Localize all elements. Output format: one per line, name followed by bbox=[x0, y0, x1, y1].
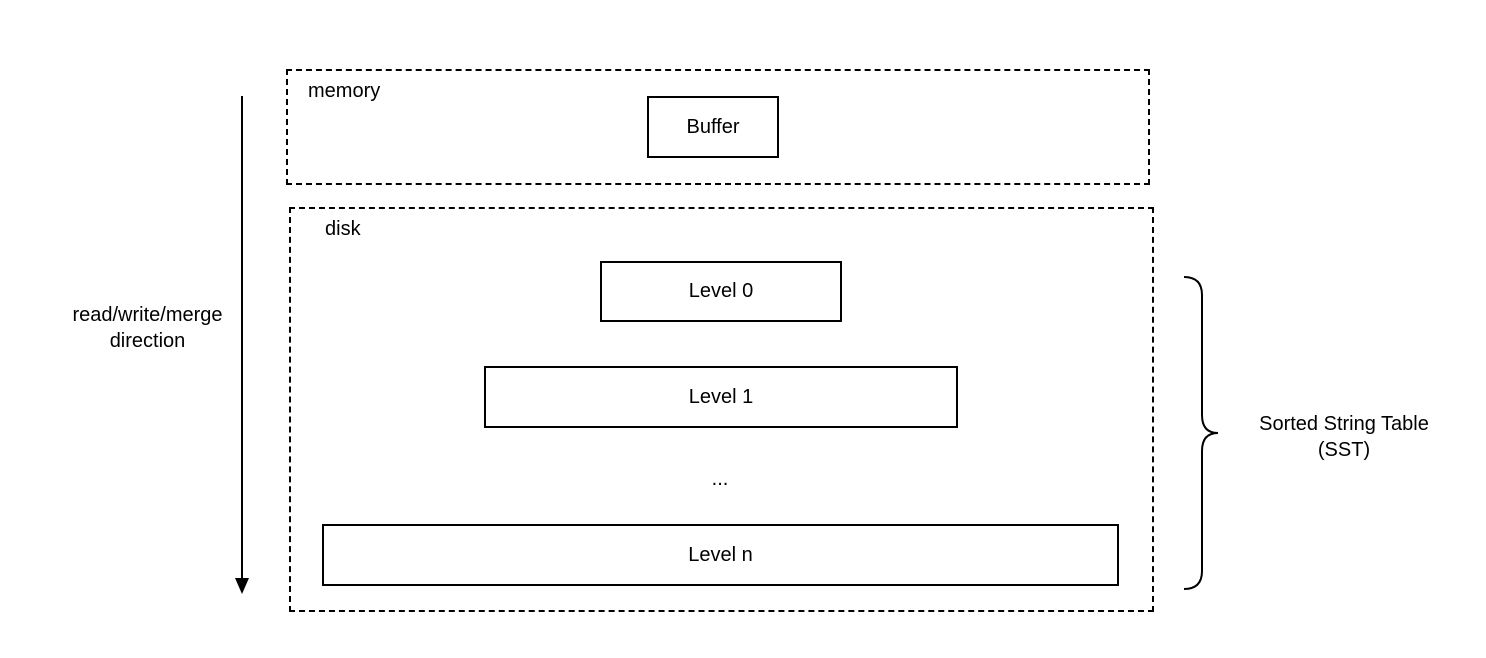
buffer-box: Buffer bbox=[647, 96, 779, 158]
sst-label: Sorted String Table (SST) bbox=[1230, 411, 1458, 463]
level-n-box: Level n bbox=[322, 524, 1119, 586]
disk-label: disk bbox=[325, 218, 361, 240]
sst-label-line1: Sorted String Table bbox=[1259, 413, 1429, 435]
level-1-box: Level 1 bbox=[484, 366, 958, 428]
disk-region bbox=[289, 207, 1154, 612]
sst-brace bbox=[1183, 276, 1219, 590]
level-n-label: Level n bbox=[688, 543, 753, 566]
direction-label-line1: read/write/merge bbox=[72, 304, 223, 326]
level-1-label: Level 1 bbox=[688, 385, 754, 408]
direction-arrow bbox=[235, 96, 249, 594]
direction-label-line2: direction bbox=[109, 330, 186, 352]
buffer-label: Buffer bbox=[686, 115, 740, 138]
memory-region bbox=[286, 69, 1150, 185]
memory-label: memory bbox=[308, 80, 381, 102]
sst-label-line2: (SST) bbox=[1317, 439, 1371, 461]
direction-label: read/write/merge direction bbox=[45, 302, 250, 354]
level-0-label: Level 0 bbox=[688, 280, 754, 302]
level-0-box: Level 0 bbox=[600, 261, 842, 322]
level-ellipsis: ... bbox=[711, 468, 729, 490]
